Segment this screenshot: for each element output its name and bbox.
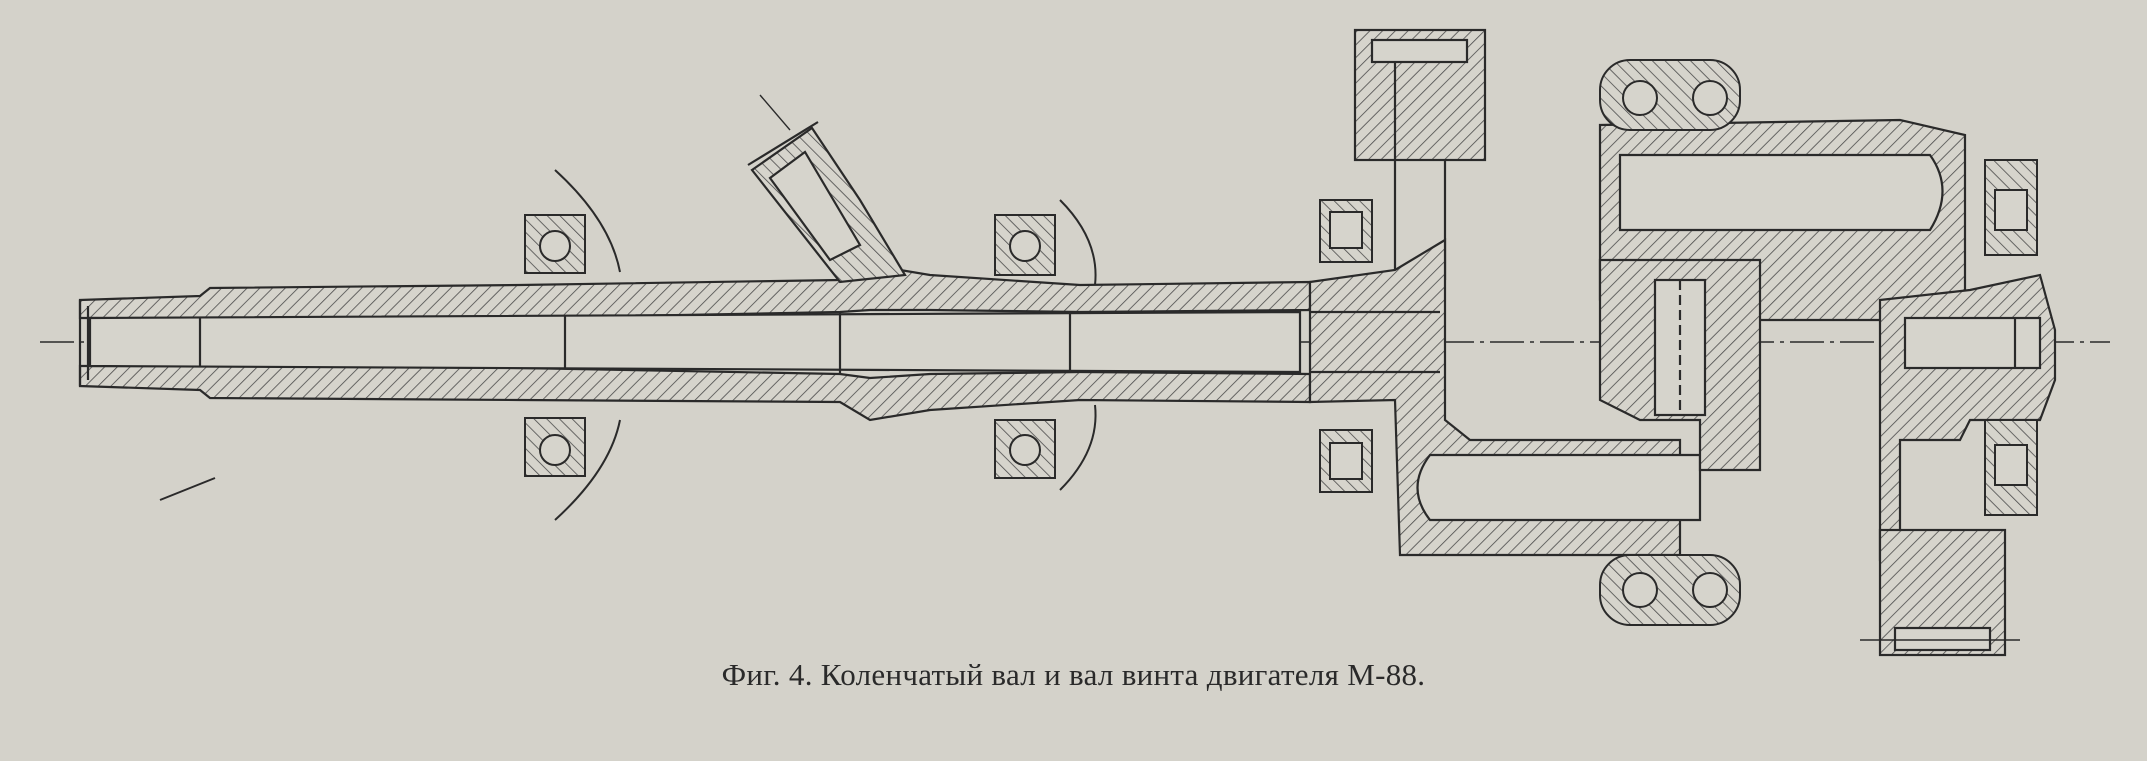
- counterweight-upper: [1353, 28, 1487, 280]
- rear-bearing-2: [1984, 159, 2038, 516]
- bolt-holes-upper: [1599, 59, 1741, 131]
- middle-bearing: [994, 199, 1097, 491]
- crank-web-front: [1308, 238, 1702, 557]
- rear-bearing-1: [1319, 199, 1373, 493]
- rear-shaft-end: [1878, 273, 2057, 562]
- propeller-shaft: [78, 263, 1312, 422]
- counterweight-lower: [1860, 528, 2020, 657]
- oil-tube: [747, 94, 907, 284]
- bolt-holes-lower: [1599, 554, 1741, 626]
- front-bearing: [524, 169, 621, 521]
- figure-caption: Фиг. 4. Коленчатый вал и вал винта двига…: [721, 657, 1426, 692]
- crank-web-rear: [1598, 118, 1967, 472]
